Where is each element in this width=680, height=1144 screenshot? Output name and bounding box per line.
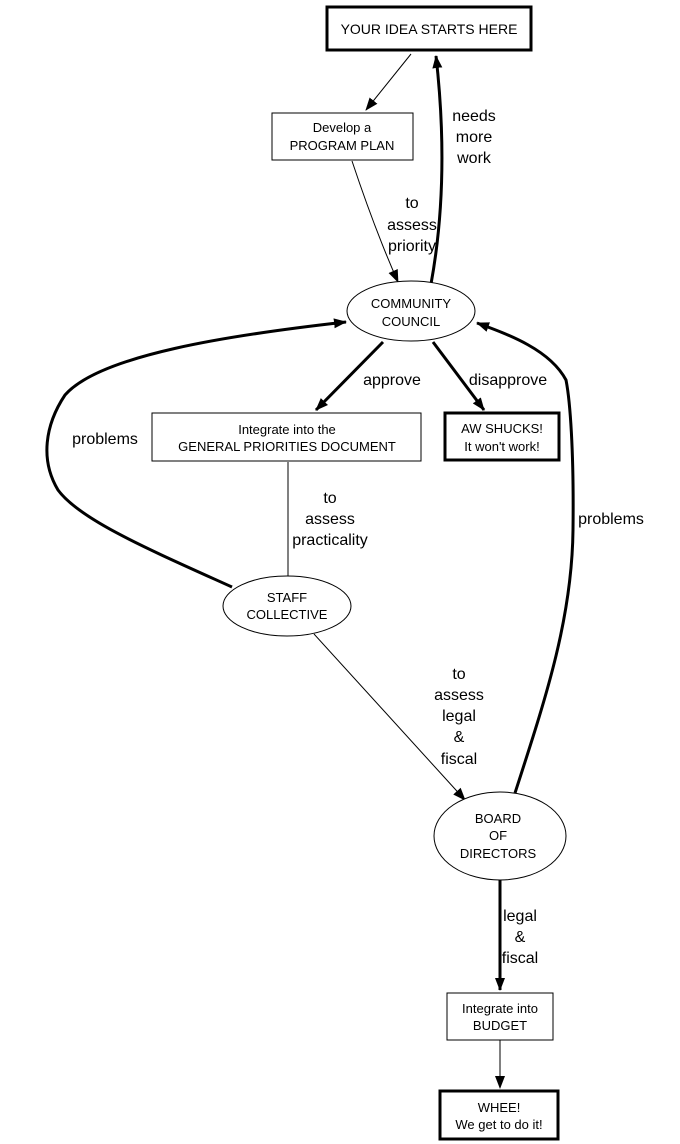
node-priorities-document-line1: Integrate into the [238,422,336,437]
label-line: fiscal [502,950,538,967]
label-needs-more-work: needs more work [452,108,496,167]
label-line: to [323,490,336,507]
label-assess-practicality: to assess practicality [292,490,368,549]
node-community-council: COMMUNITY COUNCIL [346,280,476,342]
node-budget-line2: BUDGET [473,1018,527,1033]
node-aw-shucks-line1: AW SHUCKS! [461,421,543,436]
node-staff-collective-line1: STAFF [267,590,307,605]
edge-start-to-plan [365,53,412,111]
edge-board-problems-to-council [476,321,575,794]
edge-staff-to-board [313,633,466,801]
label-line: to [405,195,418,212]
label-line: fiscal [441,751,477,768]
edge-council-to-start-needs-more-work [429,55,444,285]
label-line: needs [452,108,496,125]
edge-council-disapprove [431,341,486,411]
node-community-council-line1: COMMUNITY [371,296,451,311]
node-priorities-document: Integrate into the GENERAL PRIORITIES DO… [151,412,422,462]
edge-council-approve [314,340,385,412]
label-line: practicality [292,532,368,549]
node-staff-collective: STAFF COLLECTIVE [222,575,352,637]
label-line: legal [442,708,476,725]
node-community-council-line2: COUNCIL [382,314,441,329]
node-whee: WHEE! We get to do it! [438,1089,560,1141]
node-board-line3: DIRECTORS [460,846,537,861]
node-aw-shucks: AW SHUCKS! It won't work! [443,411,561,462]
label-line: legal [503,908,537,925]
edge-staff-problems-to-council [45,318,347,589]
label-line: priority [388,238,436,255]
node-program-plan: Develop a PROGRAM PLAN [271,112,414,161]
label-line: assess [387,217,437,234]
edge-plan-to-council [351,160,399,283]
node-board-of-directors: BOARD OF DIRECTORS [433,791,567,881]
node-whee-line1: WHEE! [478,1100,521,1115]
node-budget-line1: Integrate into [462,1001,538,1016]
node-board-line2: OF [489,828,507,843]
node-start: YOUR IDEA STARTS HERE [325,5,533,52]
label-legal-fiscal: legal & fiscal [502,908,538,967]
label-line: work [456,150,492,167]
label-line: to [452,666,465,683]
label-disapprove: disapprove [469,372,547,389]
node-budget: Integrate into BUDGET [446,992,554,1041]
node-aw-shucks-line2: It won't work! [464,439,539,454]
label-assess-legal-fiscal: to assess legal & fiscal [434,666,484,768]
label-line: more [456,129,493,146]
node-staff-collective-line2: COLLECTIVE [247,607,328,622]
node-program-plan-line2: PROGRAM PLAN [290,138,395,153]
label-line: & [515,929,526,946]
label-approve: approve [363,372,421,389]
node-board-line1: BOARD [475,811,521,826]
label-problems-right: problems [578,511,644,528]
label-problems-left: problems [72,431,138,448]
label-line: assess [434,687,484,704]
label-assess-priority: to assess priority [387,195,437,255]
node-priorities-document-line2: GENERAL PRIORITIES DOCUMENT [178,439,396,454]
label-line: assess [305,511,355,528]
node-program-plan-line1: Develop a [313,120,372,135]
node-start-label: YOUR IDEA STARTS HERE [341,21,518,37]
node-whee-line2: We get to do it! [455,1117,542,1132]
label-line: & [454,729,465,746]
